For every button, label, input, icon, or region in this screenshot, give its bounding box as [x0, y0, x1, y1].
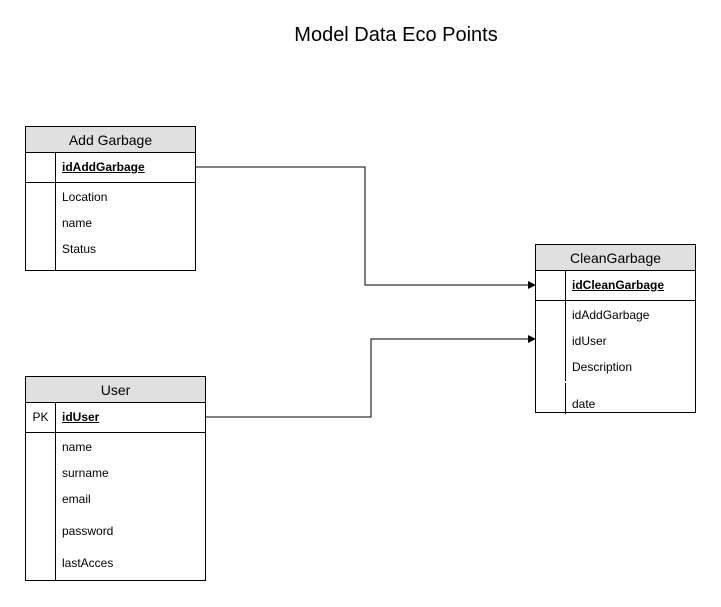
field-lastacces: lastAcces — [62, 556, 114, 570]
entity-user-pk-row: PK idUser — [26, 403, 205, 433]
field-password: password — [62, 524, 114, 538]
relation-user-to-cleangarbage[interactable] — [206, 335, 536, 418]
field-gutter — [536, 301, 566, 381]
pk-key-cell — [26, 153, 56, 182]
entity-add-garbage[interactable]: Add Garbage idAddGarbage Location name S… — [25, 126, 196, 271]
field-gutter-bottom — [565, 383, 566, 414]
entity-clean-garbage[interactable]: CleanGarbage idCleanGarbage idAddGarbage… — [535, 244, 696, 414]
entity-add-garbage-pk-row: idAddGarbage — [26, 153, 195, 183]
pk-key-cell: PK — [26, 403, 56, 432]
entity-add-garbage-fields: Location name Status — [26, 183, 195, 270]
field-name: name — [62, 440, 93, 454]
diagram-title: Model Data Eco Points — [294, 24, 498, 46]
entity-user-header: User — [26, 377, 205, 403]
field-gutter — [26, 183, 56, 270]
field-email: email — [62, 492, 91, 506]
field-status: Status — [62, 242, 97, 256]
field-date: date — [572, 397, 596, 411]
entity-clean-garbage-pk-row: idCleanGarbage — [536, 271, 695, 301]
relation-addgarbage-to-cleangarbage[interactable] — [196, 166, 536, 289]
field-iduser: idUser — [572, 334, 607, 348]
pk-key-cell — [536, 271, 566, 300]
entity-user[interactable]: User PK idUser name surname email passwo… — [25, 376, 206, 581]
pk-field-iduser: idUser — [62, 410, 100, 424]
pk-field-idaddgarbage: idAddGarbage — [62, 160, 145, 174]
field-name: name — [62, 216, 93, 230]
field-gutter — [26, 433, 56, 580]
field-description: Description — [572, 360, 633, 374]
pk-field-idcleangarbage: idCleanGarbage — [572, 278, 665, 292]
entity-add-garbage-header: Add Garbage — [26, 127, 195, 153]
entity-clean-garbage-header: CleanGarbage — [536, 245, 695, 271]
field-surname: surname — [62, 466, 109, 480]
field-idaddgarbage: idAddGarbage — [572, 308, 650, 322]
field-location: Location — [62, 190, 108, 204]
entity-user-fields: name surname email password lastAcces — [26, 433, 205, 580]
entity-clean-garbage-fields: idAddGarbage idUser Description date — [536, 301, 695, 414]
